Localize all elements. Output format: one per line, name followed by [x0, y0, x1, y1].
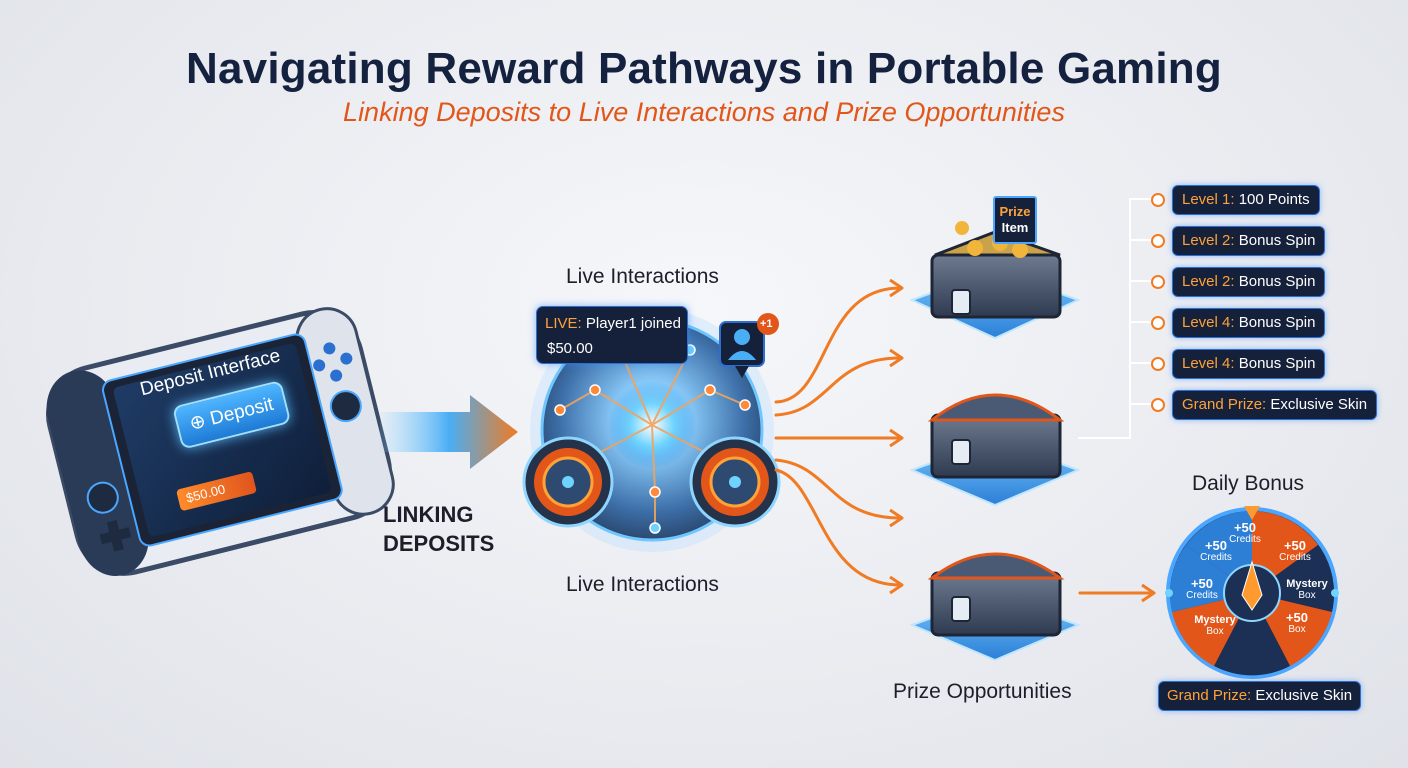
- prize-item-sign-line-1: Prize: [995, 204, 1035, 220]
- level-dot: [1151, 234, 1165, 248]
- live-tag: LIVE:: [545, 315, 582, 332]
- level-dot: [1151, 316, 1165, 330]
- linking-deposits-label: LINKING DEPOSITS: [383, 500, 494, 558]
- live-text: Player1 joined: [586, 315, 681, 332]
- level-pill-2: Level 2: Bonus Spin: [1172, 226, 1325, 256]
- roulette-right-icon: [691, 438, 779, 526]
- level-pill-5: Level 4: Bonus Spin: [1172, 349, 1325, 379]
- level-pill-3: Level 2: Bonus Spin: [1172, 267, 1325, 297]
- linking-line-1: LINKING: [383, 500, 494, 529]
- live-interactions-label-top: Live Interactions: [566, 265, 719, 289]
- level-connectors: [1078, 199, 1157, 438]
- live-chat-bubble: LIVE: Player1 joined $50.00: [536, 306, 688, 364]
- chest-middle-icon: [912, 395, 1078, 505]
- level-dot: [1151, 357, 1165, 371]
- level-dot: [1151, 275, 1165, 289]
- grand-prize-pill-bottom: Grand Prize: Exclusive Skin: [1158, 681, 1361, 711]
- prize-item-sign: Prize Item: [993, 196, 1037, 244]
- linking-line-2: DEPOSITS: [383, 529, 494, 558]
- deposit-button-label: Deposit: [208, 394, 276, 430]
- level-dot: [1151, 398, 1165, 412]
- level-pill-6: Grand Prize: Exclusive Skin: [1172, 390, 1377, 420]
- roulette-left-icon: [524, 438, 612, 526]
- live-amount: $50.00: [547, 340, 593, 357]
- daily-bonus-label: Daily Bonus: [1192, 472, 1304, 496]
- chest-bottom-icon: [912, 554, 1078, 660]
- live-interactions-label-bottom: Live Interactions: [566, 573, 719, 597]
- notification-badge: +1: [760, 318, 773, 330]
- deposit-arrow: [380, 395, 518, 469]
- level-dot: [1151, 193, 1165, 207]
- handheld-device: [38, 302, 399, 583]
- prize-item-sign-line-2: Item: [995, 220, 1035, 236]
- prize-opportunities-label: Prize Opportunities: [893, 680, 1072, 704]
- level-pill-4: Level 4: Bonus Spin: [1172, 308, 1325, 338]
- level-pill-1: Level 1: 100 Points: [1172, 185, 1320, 215]
